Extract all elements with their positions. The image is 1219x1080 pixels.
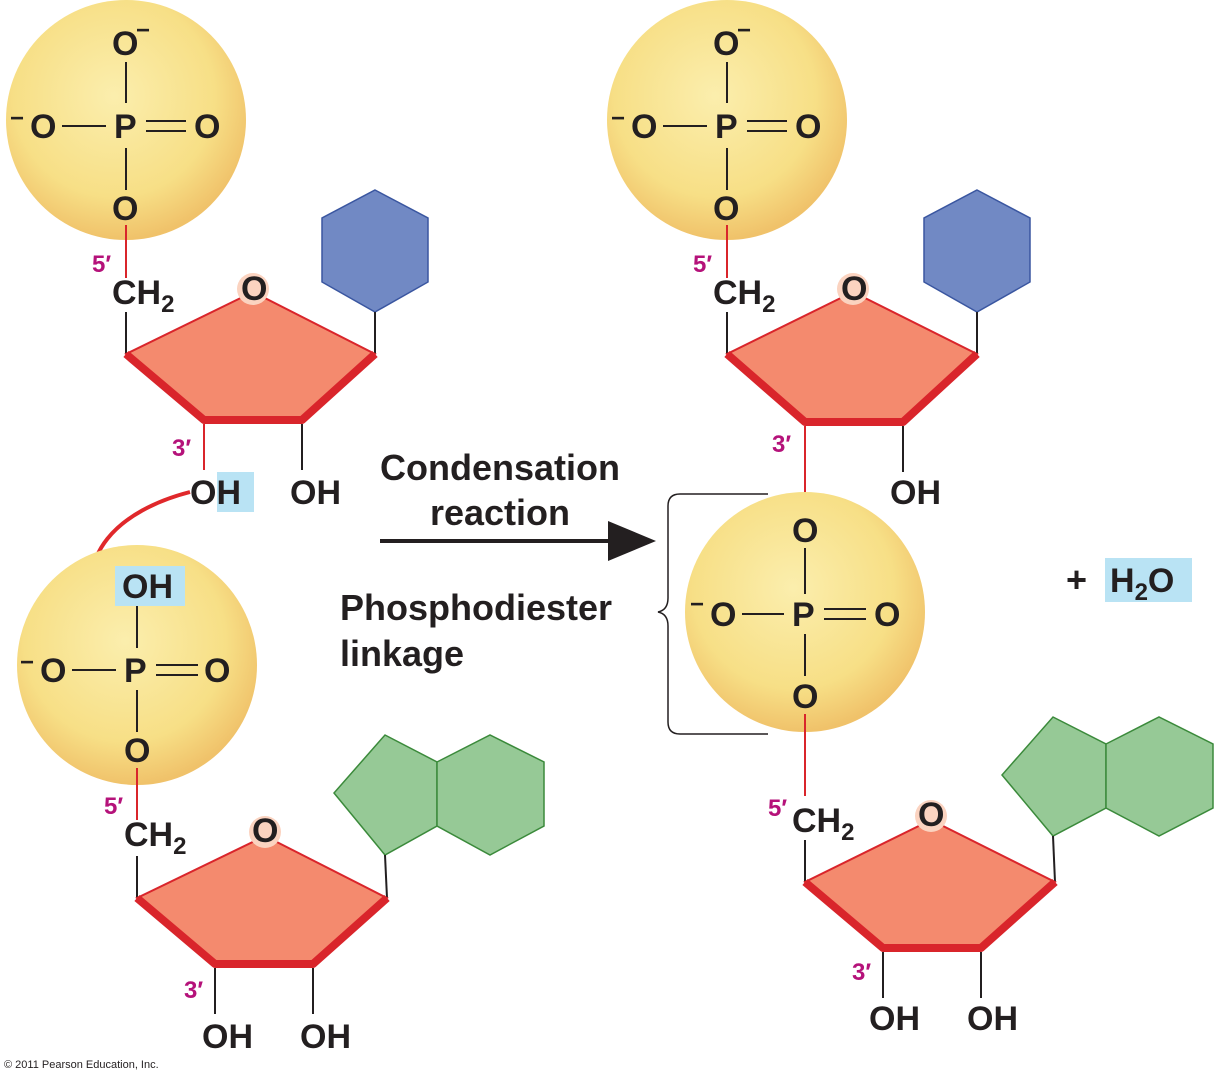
phosphate-hydroxyl: OH [122, 568, 173, 606]
three-prime-label: 3′ [172, 435, 191, 462]
phosphorus-atom: P [715, 108, 738, 146]
three-prime-hydroxyl: OH [202, 1018, 253, 1056]
oxygen-atom: O [112, 190, 138, 228]
negative-charge: − [690, 591, 704, 618]
oxygen-atom: O [874, 596, 900, 634]
oxygen-atom: O [795, 108, 821, 146]
sugar-front-edge [802, 878, 1058, 952]
negative-charge: − [737, 17, 751, 44]
negative-charge: − [611, 105, 625, 132]
ring-oxygen: O [241, 270, 267, 308]
two-prime-hydroxyl: OH [300, 1018, 351, 1056]
oxygen-atom: O [204, 652, 230, 690]
phosphate-group [17, 545, 257, 785]
phosphodiester-label-line1: Phosphodiester [340, 587, 612, 628]
negative-charge: − [10, 105, 24, 132]
ring-oxygen-halo [237, 273, 269, 305]
two-prime-hydroxyl: OH [290, 474, 341, 512]
oxygen-atom: O [792, 512, 818, 550]
dinucleotide-product: O − − O P O O 5′ CH2 O OH 3′ O − O P O O [607, 0, 1214, 1038]
oh-highlight [217, 472, 254, 512]
glycosidic-bond [1052, 835, 1056, 883]
ring-oxygen: O [841, 270, 867, 308]
glycosidic-bond [384, 854, 388, 899]
ring-oxygen: O [918, 796, 944, 834]
oxygen-atom: O [792, 678, 818, 716]
oxygen-atom: O [30, 108, 56, 146]
negative-charge: − [136, 17, 150, 44]
nucleotide-bottom-left: OH − O P O O 5′ CH2 O 3′ OH OH [17, 545, 545, 1056]
purine-base-ring [1105, 716, 1214, 837]
phosphorus-atom: P [114, 108, 137, 146]
oxygen-atom: O [631, 108, 657, 146]
negative-charge: − [20, 649, 34, 676]
five-prime-label: 5′ [768, 795, 787, 822]
sugar-front-edge [724, 350, 980, 426]
nucleotide-top-left: O − − O P O O 5′ CH2 O 3′ OH OH [6, 0, 429, 512]
ch2-group: CH2 [124, 816, 186, 860]
ch2-group: CH2 [112, 274, 174, 318]
water-molecule: H2O [1110, 562, 1174, 606]
oh-highlight [115, 566, 185, 606]
phosphodiester-label-line2: linkage [340, 633, 464, 674]
oxygen-atom: O [710, 596, 736, 634]
oxygen-atom: O [713, 190, 739, 228]
two-prime-hydroxyl: OH [967, 1000, 1018, 1038]
copyright-notice: © 2011 Pearson Education, Inc. [4, 1059, 159, 1071]
oxygen-atom: O [124, 732, 150, 770]
three-prime-hydroxyl: OH [190, 474, 241, 512]
oxygen-atom: O [194, 108, 220, 146]
phosphorus-atom: P [792, 596, 815, 634]
ch2-group: CH2 [713, 274, 775, 318]
ring-oxygen-halo [915, 800, 947, 832]
purine-base [333, 734, 438, 856]
pyrimidine-base [923, 189, 1031, 313]
three-prime-hydroxyl: OH [869, 1000, 920, 1038]
sugar-front-edge [134, 894, 390, 968]
ring-oxygen-halo [837, 273, 869, 305]
phosphate-group [607, 0, 847, 240]
sugar-front-edge [123, 350, 378, 424]
purine-base-ring [436, 734, 545, 856]
purine-base [1001, 716, 1107, 837]
linkage-bracket [657, 493, 768, 735]
phosphorus-atom: P [124, 652, 147, 690]
water-highlight [1105, 558, 1192, 602]
condensation-label-line1: Condensation [380, 447, 620, 488]
ch2-group: CH2 [792, 802, 854, 846]
phosphate-group [6, 0, 246, 240]
ring-oxygen-halo [249, 816, 281, 848]
plus-sign: + [1066, 559, 1087, 600]
condensation-label-line2: reaction [430, 492, 570, 533]
pyrimidine-base [321, 189, 429, 313]
five-prime-label: 5′ [104, 793, 123, 820]
two-prime-hydroxyl: OH [890, 474, 941, 512]
five-prime-label: 5′ [693, 251, 712, 278]
oxygen-atom: O [40, 652, 66, 690]
three-prime-label: 3′ [184, 977, 203, 1004]
three-prime-label: 3′ [852, 959, 871, 986]
three-prime-label: 3′ [772, 431, 791, 458]
linking-phosphate-group [685, 492, 925, 732]
ring-oxygen: O [252, 812, 278, 850]
five-prime-label: 5′ [92, 251, 111, 278]
oxygen-atom: O [713, 25, 739, 63]
oxygen-atom: O [112, 25, 138, 63]
